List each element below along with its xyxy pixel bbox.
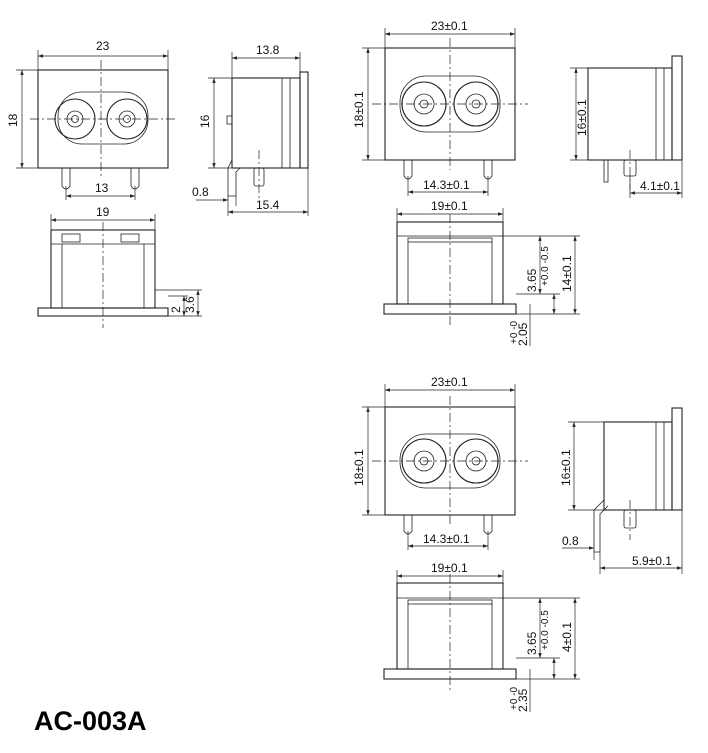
view3-bottom-dim-a: 3.65 [525,631,539,655]
view3-front: 23±0.1 18±0.1 14.3±0.1 [352,375,528,550]
view2-bottom-dim-a-tol: +0.0 -0.5 [540,246,551,286]
view3-pin-spacing: 14.3±0.1 [423,532,470,546]
view1-bottom: 19 2 3.6 [37,205,202,328]
view1-bottom-dim-a: 2 [169,306,183,313]
view3-bottom-dim-a-tol: +0.0 -0.5 [540,610,551,650]
view1-front-height: 18 [6,113,20,127]
view1-side-offset: 0.8 [192,185,209,199]
view3-side-offset: 0.8 [562,534,579,548]
view1-side-depth: 13.8 [256,43,280,57]
view2-bottom-dim-b-tol: +0 -0 [509,320,520,344]
view3-side-depth: 5.9±0.1 [632,554,672,568]
view3-front-height: 18±0.1 [352,449,366,486]
view1-side: 13.8 16 0.8 15.4 [192,43,309,216]
view2-front-width: 23±0.1 [431,19,468,33]
model-title: AC-003A [34,706,147,736]
view2-side: 16±0.1 4.1±0.1 [570,55,683,198]
view3-bottom-height: 4±0.1 [560,622,574,652]
view3-bottom: 19±0.1 4±0.1 3.65 +0.0 -0.5 2.35 +0 -0 [383,561,580,712]
view2-front-height: 18±0.1 [352,91,366,128]
view2-bottom-dim-b: 2.05 [516,322,530,346]
view1-front: 23 18 13 [6,39,178,200]
view3-bottom-dim-b-tol: +0 -0 [509,686,520,710]
view3-side: 16±0.1 0.8 5.9±0.1 [559,407,683,574]
view2-front: 23±0.1 18±0.1 14.3±0.1 [352,19,528,196]
view1-bottom-dim-b: 3.6 [183,296,197,313]
view1-bottom-width: 19 [96,205,110,219]
view2-bottom-height: 14±0.1 [560,255,574,292]
view1-side-height: 16 [198,114,212,128]
view2-side-height: 16±0.1 [575,99,589,136]
view1-pin-spacing: 13 [95,181,109,195]
view3-bottom-dim-b: 2.35 [516,688,530,712]
view2-bottom-width: 19±0.1 [431,199,468,213]
view2-bottom: 19±0.1 14±0.1 3.65 +0.0 -0.5 2.05 +0 -0 [383,199,580,346]
view1-side-total: 15.4 [256,198,280,212]
view3-side-height: 16±0.1 [559,449,573,486]
view2-pin-spacing: 14.3±0.1 [423,178,470,192]
view3-bottom-width: 19±0.1 [431,561,468,575]
view3-front-width: 23±0.1 [431,375,468,389]
view2-bottom-dim-a: 3.65 [525,268,539,292]
view2-side-depth: 4.1±0.1 [640,179,680,193]
view1-front-width: 23 [96,39,110,53]
